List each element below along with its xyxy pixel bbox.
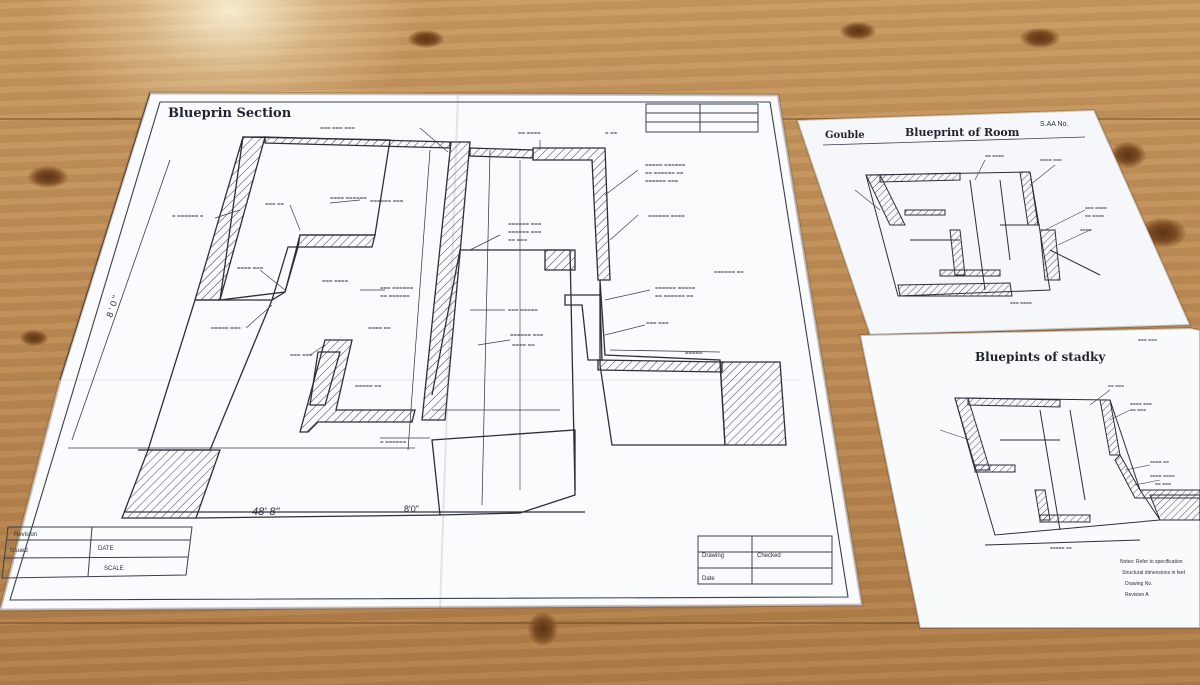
svg-text:Revision: Revision — [14, 532, 37, 538]
svg-text:Notes: Refer to specification: Notes: Refer to specification — [1120, 559, 1183, 565]
svg-text:=== ====: === ==== — [1085, 206, 1107, 212]
svg-text:== ====: == ==== — [518, 131, 541, 137]
top-right-annotation-text: == ==== ==== === === ==== == ==== ==== =… — [985, 154, 1107, 307]
svg-text:===== ==: ===== == — [355, 384, 382, 390]
svg-text:== ====== ==: == ====== == — [655, 294, 694, 300]
svg-text:=== ===: === === — [646, 321, 669, 327]
svg-text:==== ==: ==== == — [1150, 460, 1169, 466]
svg-text:==== ==: ==== == — [512, 343, 535, 349]
svg-text:Structural dimensions in feet: Structural dimensions in feet — [1122, 570, 1186, 576]
bottom-right-title: Bluepints of stadky — [975, 350, 1106, 364]
svg-text:====== =====: ====== ===== — [655, 286, 696, 292]
top-title-block — [645, 103, 759, 133]
floor-plan — [59, 92, 787, 519]
svg-text:== ===: == === — [1155, 482, 1171, 488]
bottom-dimension-label: 48' 8" — [252, 506, 281, 518]
svg-text:== ===: == === — [1130, 408, 1146, 414]
svg-text:Drawing No.: Drawing No. — [1125, 581, 1153, 587]
svg-text:Issued: Issued — [10, 548, 28, 554]
dimension-lines — [68, 159, 721, 513]
wood-knot — [528, 612, 558, 646]
top-right-leaders — [854, 159, 1091, 246]
svg-text:Drawing: Drawing — [702, 553, 724, 559]
bottom-right-leaders — [939, 389, 1161, 486]
svg-text:====== ==: ====== == — [714, 270, 744, 276]
svg-text:=== ======: === ====== — [380, 286, 414, 292]
svg-text:====: ==== — [1080, 228, 1092, 234]
bottom-dimension-small: 8'0" — [404, 504, 419, 514]
svg-text:== ===: == === — [1108, 384, 1124, 390]
svg-text:=====: ===== — [685, 351, 703, 357]
svg-text:Revision A: Revision A — [1125, 592, 1149, 598]
svg-text:===== ===: ===== === — [211, 326, 241, 332]
svg-text:==== ======: ==== ====== — [330, 196, 367, 202]
svg-text:=== === ===: === === === — [320, 126, 355, 132]
svg-text:====== ===: ====== === — [645, 179, 679, 185]
svg-text:====== ===: ====== === — [370, 199, 404, 205]
svg-text:===== ======: ===== ====== — [645, 163, 686, 169]
bottom-right-notes: Notes: Refer to specification Structural… — [1120, 559, 1186, 598]
title-block-right-text: Drawing Checked Date — [702, 553, 781, 582]
svg-text:=== =====: === ===== — [508, 308, 538, 314]
svg-text:== ====: == ==== — [1085, 214, 1104, 220]
wood-knot — [408, 30, 444, 48]
wood-knot — [1020, 28, 1060, 48]
title-block-right — [697, 535, 833, 585]
svg-text:= ====== =: = ====== = — [172, 214, 204, 220]
svg-text:= ==: = == — [605, 131, 618, 137]
svg-text:SCALE: SCALE — [104, 566, 124, 572]
top-right-logo: Gouble — [825, 130, 865, 141]
svg-text:===== ==: ===== == — [1050, 546, 1072, 552]
svg-text:== ====: == ==== — [985, 154, 1004, 160]
svg-text:DATE: DATE — [98, 546, 114, 552]
top-right-floor-plan — [865, 171, 1101, 297]
top-right-tag: S.AA No. — [1040, 121, 1068, 128]
top-right-sheet-paper — [795, 108, 1192, 337]
title-block-left-text: Revision Issued DATE SCALE — [10, 532, 124, 572]
bottom-right-tag: === === — [1138, 338, 1157, 344]
svg-text:=== ====: === ==== — [322, 279, 349, 285]
svg-text:=== ===: === === — [290, 353, 313, 359]
svg-text:==== ===: ==== === — [1040, 158, 1062, 164]
svg-text:==== ===: ==== === — [1130, 402, 1152, 408]
plank-seam — [0, 622, 1200, 624]
svg-text:====== ===: ====== === — [508, 222, 542, 228]
svg-text:== ======: == ====== — [380, 294, 410, 300]
title-block-left — [1, 526, 193, 579]
callout-leaders — [214, 127, 651, 356]
bottom-right-sheet-paper — [858, 326, 1200, 629]
wood-knot — [840, 22, 876, 40]
wood-knot — [20, 330, 48, 346]
svg-text:====== ===: ====== === — [510, 333, 544, 339]
svg-text:=== ==: === == — [265, 202, 285, 208]
svg-text:= ======: = ====== — [380, 440, 407, 446]
top-right-title: Blueprint of Room — [905, 126, 1020, 139]
bottom-right-floor-plan — [954, 397, 1200, 546]
svg-text:==== ===: ==== === — [237, 266, 264, 272]
svg-text:====== ===: ====== === — [508, 230, 542, 236]
svg-text:=== ====: === ==== — [1010, 301, 1032, 307]
svg-text:==== ==: ==== == — [368, 326, 391, 332]
svg-text:==== ====: ==== ==== — [1150, 474, 1175, 480]
svg-text:====== ====: ====== ==== — [648, 214, 685, 220]
annotation-text: = ====== = === == ==== === ===== === ===… — [172, 126, 744, 446]
svg-text:== ====== ==: == ====== == — [645, 171, 684, 177]
main-sheet-title: Blueprin Section — [168, 106, 292, 121]
svg-text:Date: Date — [702, 576, 715, 582]
svg-text:Checked: Checked — [757, 553, 781, 559]
wood-knot — [28, 166, 68, 188]
svg-text:== ===: == === — [508, 238, 528, 244]
bottom-right-annotation-text: == === ==== === == === ==== == ==== ====… — [1050, 384, 1175, 552]
